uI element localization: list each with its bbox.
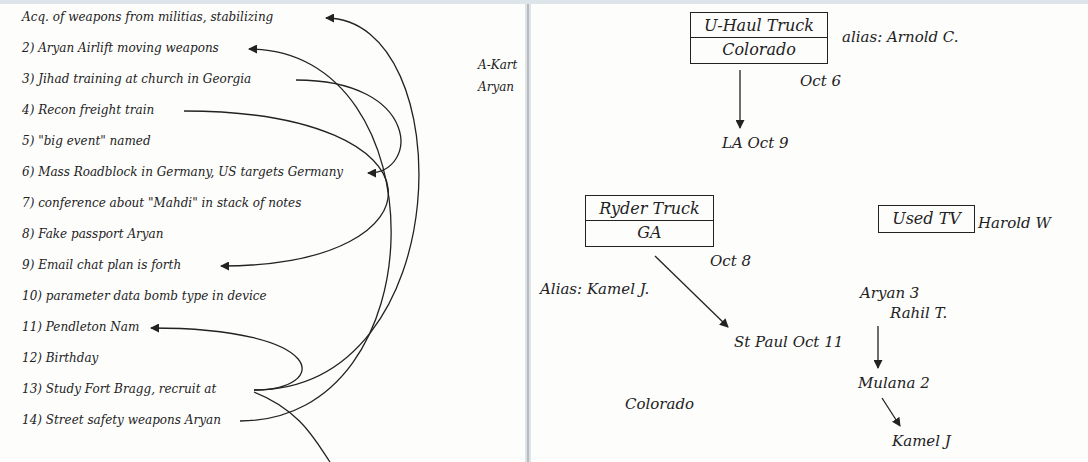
handwritten-note: LA Oct 9 (722, 134, 789, 152)
handwritten-note: 9) Email chat plan is forth (22, 258, 181, 272)
handwritten-note: St Paul Oct 11 (734, 333, 843, 351)
handwritten-note: 4) Recon freight train (22, 103, 154, 117)
page-gutter (527, 4, 529, 462)
ink-arrow (151, 328, 302, 390)
handwritten-note: Kamel J (892, 432, 951, 450)
handwritten-note: 8) Fake passport Aryan (22, 227, 163, 241)
truck-box: Ryder TruckGA (585, 195, 714, 247)
handwritten-note: alias: Arnold C. (842, 28, 959, 46)
box-heading: Used TV (891, 209, 962, 228)
handwritten-note: Aryan (478, 80, 514, 94)
ink-arrow (184, 111, 388, 266)
handwritten-note: 5) "big event" named (22, 134, 151, 148)
handwritten-note: 12) Birthday (22, 351, 98, 365)
handwritten-note: 14) Street safety weapons Aryan (22, 413, 221, 427)
handwritten-note: Alias: Kamel J. (540, 280, 649, 298)
left-page (0, 4, 525, 462)
ink-arrow (240, 49, 391, 421)
handwritten-note: Oct 6 (800, 72, 841, 90)
right-page (531, 4, 1088, 462)
ink-arrow (877, 326, 878, 368)
handwritten-note: Rahil T. (890, 304, 947, 322)
box-subtext: GA (586, 220, 713, 242)
handwritten-note: Aryan 3 (860, 284, 919, 302)
handwritten-note: 13) Study Fort Bragg, recruit at (22, 382, 216, 396)
handwritten-note: 3) Jihad training at church in Georgia (22, 72, 251, 86)
box-heading: Ryder Truck (598, 199, 701, 218)
box-heading: U-Haul Truck (703, 16, 815, 35)
handwritten-note: 11) Pendleton Nam (22, 320, 139, 334)
truck-box: Used TV (878, 205, 975, 233)
ink-line (254, 392, 330, 462)
box-subtext: Colorado (691, 37, 827, 59)
handwritten-note: 7) conference about "Mahdi" in stack of … (22, 196, 301, 210)
handwritten-note: Harold W (978, 214, 1051, 232)
handwritten-note: Colorado (625, 395, 694, 413)
ink-arrow (882, 398, 900, 426)
handwritten-note: 10) parameter data bomb type in device (22, 289, 267, 303)
handwritten-note: Mulana 2 (858, 374, 930, 392)
handwritten-note: Oct 8 (710, 252, 751, 270)
ink-arrow (739, 70, 740, 128)
truck-box: U-Haul TruckColorado (690, 12, 828, 64)
handwritten-note: A-Kart (478, 58, 517, 72)
handwritten-note: 6) Mass Roadblock in Germany, US targets… (22, 165, 343, 179)
handwritten-note: 2) Aryan Airlift moving weapons (22, 41, 219, 55)
handwritten-note: Acq. of weapons from militias, stabilizi… (22, 10, 273, 24)
